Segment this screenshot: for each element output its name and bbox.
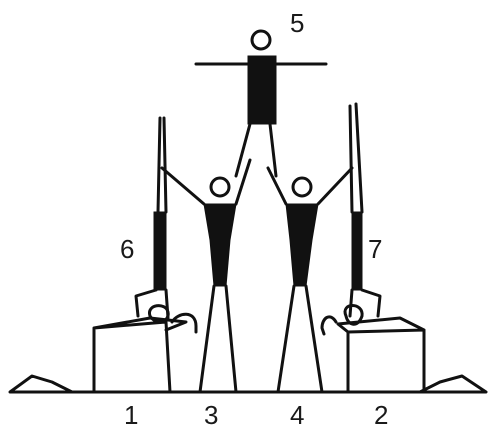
ground-line <box>8 374 488 394</box>
figure-4-base <box>266 166 354 394</box>
label-3: 3 <box>204 400 218 430</box>
figure-6-handstand <box>134 116 198 334</box>
right-box <box>336 316 426 394</box>
figure-7-handstand <box>320 102 382 336</box>
label-6: 6 <box>120 234 134 264</box>
label-4: 4 <box>290 400 304 430</box>
figure-3-base <box>160 158 252 394</box>
label-1: 1 <box>124 400 138 430</box>
label-7: 7 <box>368 234 382 264</box>
label-2: 2 <box>374 400 388 430</box>
figure-5-top <box>194 29 328 178</box>
label-5: 5 <box>290 8 304 38</box>
left-box <box>92 316 188 394</box>
